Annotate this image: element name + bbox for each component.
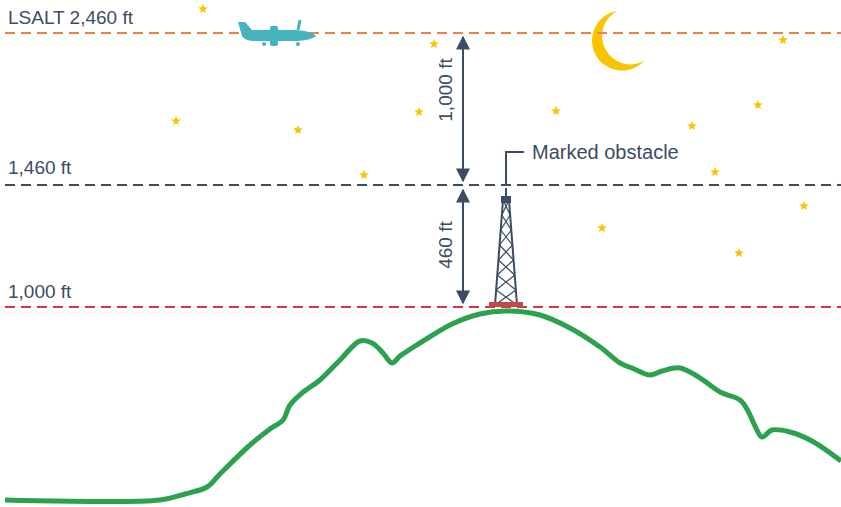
ground-height-line <box>5 306 841 308</box>
tower-brace <box>496 275 515 290</box>
dimension-arrow <box>462 190 464 303</box>
tower <box>489 188 523 307</box>
altitude-label: 1,000 ft <box>8 282 71 303</box>
star <box>198 4 208 13</box>
tower-top <box>502 197 510 202</box>
terrain <box>5 311 841 502</box>
tower-brace <box>501 230 513 245</box>
star <box>734 248 744 257</box>
tower-brace <box>500 230 512 245</box>
tower-base <box>489 302 523 307</box>
altitude-label: LSALT 2,460 ft <box>8 8 133 29</box>
star <box>293 125 303 134</box>
callout-label: Marked obstacle <box>532 141 679 163</box>
dimension-label: 460 ft <box>436 221 457 269</box>
tower-brace <box>502 215 511 230</box>
lsalt-line <box>5 32 841 34</box>
obstacle-height-line <box>5 184 841 186</box>
star <box>359 170 369 179</box>
star <box>753 100 763 109</box>
aircraft <box>238 20 316 46</box>
star <box>597 223 607 232</box>
moon <box>592 11 644 71</box>
dimension-arrow <box>462 37 464 181</box>
tower-brace <box>501 215 510 230</box>
star <box>687 121 697 130</box>
star <box>414 107 424 116</box>
tower-brace <box>497 260 513 275</box>
star <box>778 35 788 44</box>
stars <box>171 4 809 257</box>
altitude-label: 1,460 ft <box>8 158 71 179</box>
dimension-label: 1,000 ft <box>436 58 457 121</box>
star <box>429 39 439 48</box>
tower-brace <box>498 260 514 275</box>
star <box>551 106 561 115</box>
tower-brace <box>497 275 516 290</box>
star <box>799 201 809 210</box>
star <box>171 116 181 125</box>
tower-brace <box>498 245 512 260</box>
star <box>710 167 720 176</box>
leader-line <box>506 152 524 186</box>
tower-brace <box>500 245 514 260</box>
